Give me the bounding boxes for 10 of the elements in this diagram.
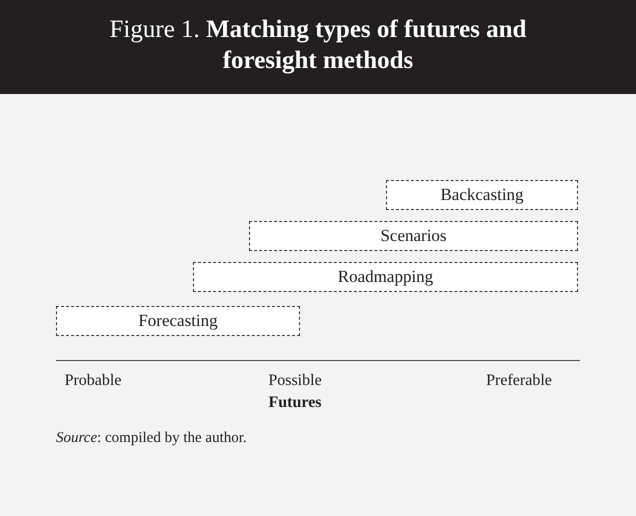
method-box: Scenarios: [249, 221, 578, 251]
axis-title: Futures: [268, 394, 322, 412]
method-box: Roadmapping: [193, 262, 578, 292]
axis-label: Possible: [268, 372, 322, 390]
source-note: Source: compiled by the author.: [56, 430, 247, 447]
axis-label: Probable: [64, 372, 122, 390]
method-box: Forecasting: [56, 306, 300, 336]
figure-title: Figure 1. Matching types of futures and foresight methods: [108, 15, 528, 76]
axis-label: Preferable: [486, 372, 552, 390]
method-box: Backcasting: [386, 180, 578, 210]
